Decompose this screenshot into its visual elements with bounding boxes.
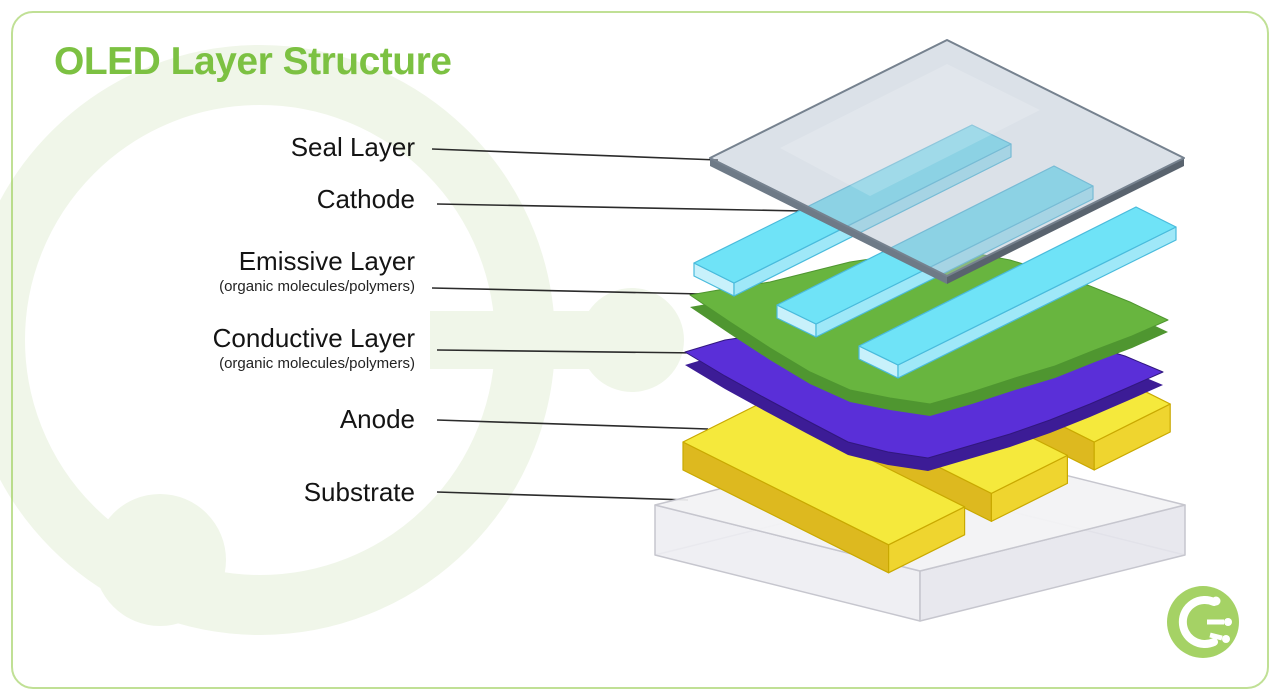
brand-logo-node-3 <box>1222 635 1230 643</box>
label-emissive-layer: Emissive Layer <box>238 246 415 276</box>
label-emissive-layer-note: (organic molecules/polymers) <box>219 278 415 295</box>
anode-leader-line <box>436 419 709 430</box>
cathode-layer-shape <box>693 124 1177 379</box>
circuit-watermark <box>0 45 684 635</box>
seal-layer-shape <box>709 39 1185 284</box>
label-conductive-layer-note: (organic molecules/polymers) <box>219 355 415 372</box>
cathode-strip-middle-top-face <box>776 165 1094 325</box>
brand-logo-node-1 <box>1211 596 1221 606</box>
anode-bar-1 <box>682 403 966 574</box>
emissive-layer-leader-line <box>431 287 703 295</box>
cathode-strip-front-top-face <box>858 206 1177 366</box>
conductive-layer-leader-line <box>436 349 701 354</box>
cathode-strip-middle <box>776 165 1094 338</box>
seal-layer-right-edge-face <box>947 158 1184 284</box>
seal-layer-leader-line <box>431 148 719 161</box>
brand-logo-arc <box>1178 596 1218 648</box>
brand-logo-node-2 <box>1224 618 1232 626</box>
leader-lines <box>431 148 803 501</box>
substrate-leader-line <box>436 491 689 501</box>
anode-bar-1-top-face <box>682 403 966 546</box>
cathode-strip-front <box>858 206 1177 379</box>
seal-layer-top-face <box>709 39 1185 277</box>
watermark-pad-2 <box>94 494 226 626</box>
page-title: OLED Layer Structure <box>54 40 452 83</box>
watermark-pad <box>580 288 684 392</box>
seal-layer-left-edge-face <box>710 158 947 284</box>
brand-logo-trace-2 <box>1209 632 1223 641</box>
label-cathode: Cathode <box>316 184 415 214</box>
label-anode: Anode <box>339 404 415 434</box>
label-substrate: Substrate <box>303 477 415 507</box>
label-conductive-layer: Conductive Layer <box>212 323 415 353</box>
cathode-leader-line <box>436 203 803 212</box>
seal-layer-sheen <box>780 64 1040 196</box>
brand-logo <box>1167 586 1239 658</box>
cathode-strip-back <box>693 124 1012 297</box>
label-seal-layer: Seal Layer <box>290 132 415 162</box>
cathode-strip-back-top-face <box>693 124 1012 284</box>
